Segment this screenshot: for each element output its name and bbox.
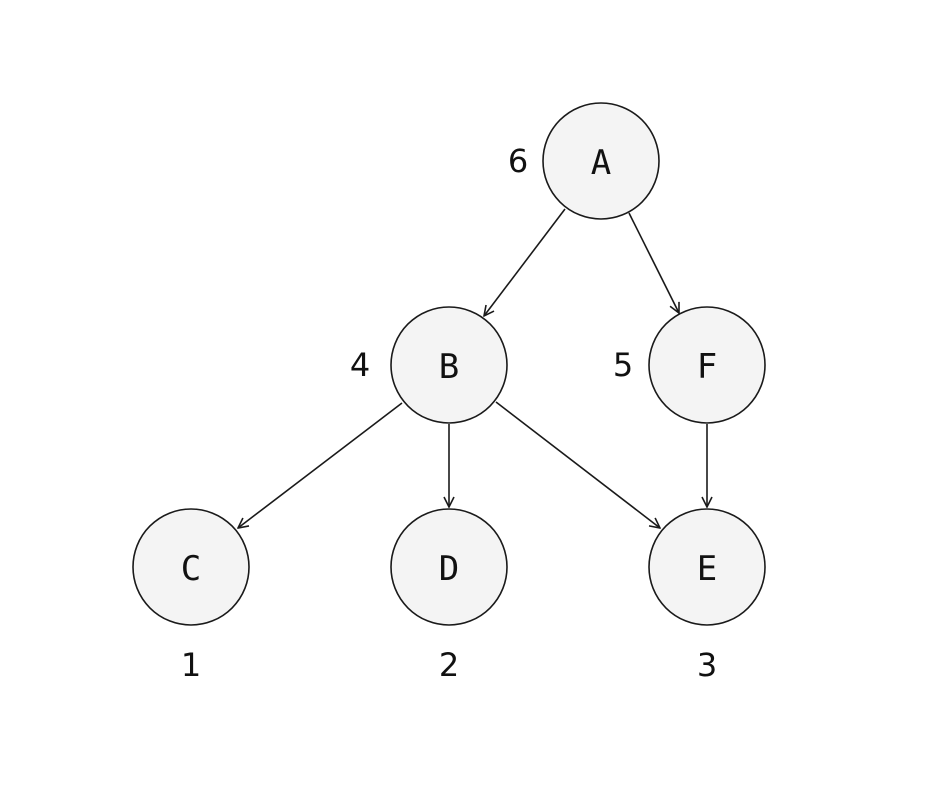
node-c-label: C bbox=[181, 549, 201, 589]
edge-b-e bbox=[495, 401, 660, 528]
node-e-label: E bbox=[697, 549, 717, 589]
node-b-label: B bbox=[439, 347, 459, 387]
node-d-order: 2 bbox=[439, 646, 459, 684]
edge-a-b bbox=[484, 208, 566, 316]
node-b-order: 4 bbox=[350, 346, 370, 384]
edges bbox=[238, 208, 707, 528]
node-f-order: 5 bbox=[613, 346, 633, 384]
node-a-circle bbox=[542, 102, 660, 220]
node-c: C 1 bbox=[132, 508, 250, 684]
edge-a-f bbox=[628, 212, 679, 313]
node-e: E 3 bbox=[648, 508, 766, 684]
node-c-order: 1 bbox=[181, 646, 201, 684]
node-d-circle bbox=[390, 508, 508, 626]
node-a-label: A bbox=[591, 143, 611, 183]
node-e-order: 3 bbox=[697, 646, 717, 684]
node-f-label: F bbox=[697, 347, 717, 387]
node-f: F 5 bbox=[613, 306, 766, 424]
node-d: D 2 bbox=[390, 508, 508, 684]
node-f-circle bbox=[648, 306, 766, 424]
node-c-circle bbox=[132, 508, 250, 626]
node-e-circle bbox=[648, 508, 766, 626]
node-d-label: D bbox=[439, 549, 459, 589]
node-b-circle bbox=[390, 306, 508, 424]
edge-b-c bbox=[238, 402, 403, 528]
node-a-order: 6 bbox=[508, 142, 528, 180]
node-b: B 4 bbox=[350, 306, 508, 424]
node-a: A 6 bbox=[508, 102, 660, 220]
